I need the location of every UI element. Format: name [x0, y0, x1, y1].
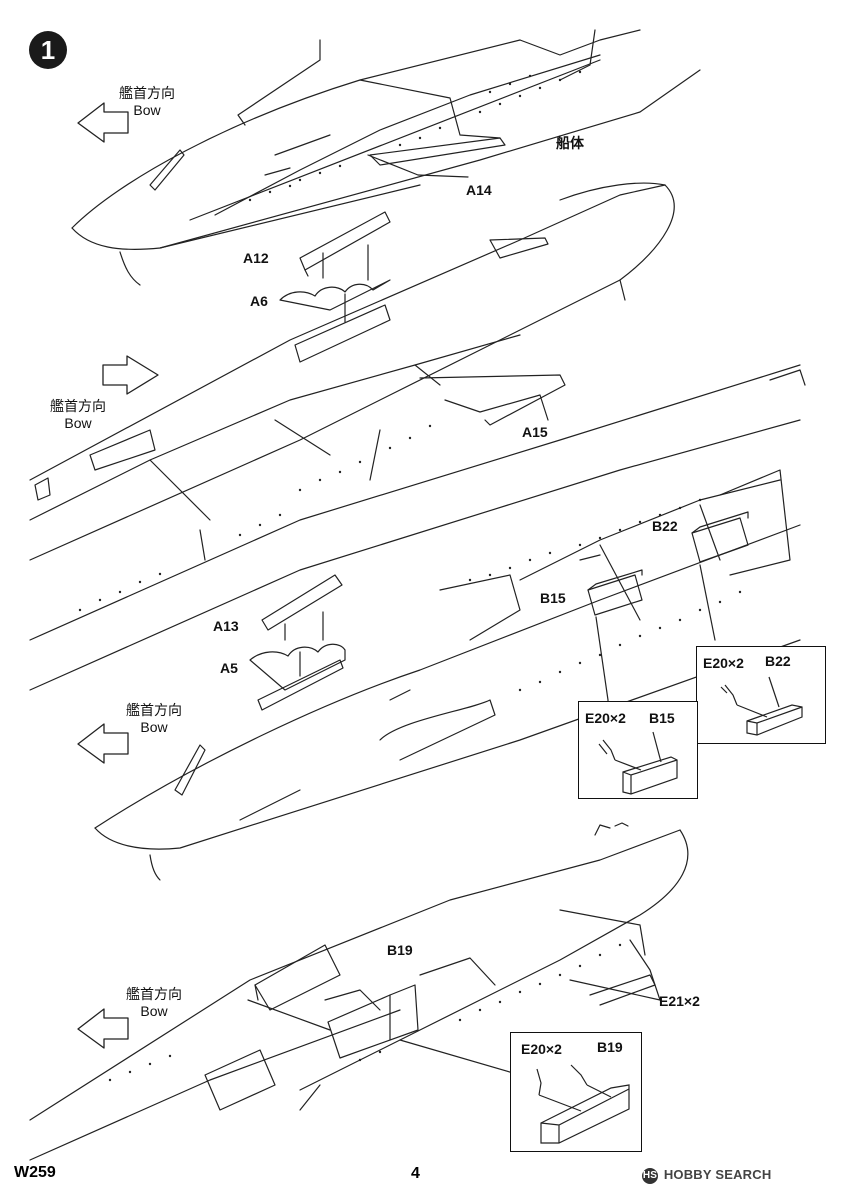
inset-b15-drawing — [598, 731, 678, 795]
product-code: W259 — [14, 1164, 56, 1181]
hull-2-drawing — [29, 182, 675, 561]
hull-2-portholes — [78, 424, 432, 612]
bow-direction-label: 艦首方向 Bow — [126, 986, 182, 1020]
inset-part-b-label: B19 — [597, 1039, 623, 1055]
bow-en-label: Bow — [133, 102, 161, 118]
part-label-b19: B19 — [387, 942, 413, 958]
part-label-e21: E21×2 — [659, 993, 700, 1009]
part-label-a14: A14 — [466, 182, 492, 198]
inset-part-a-label: E20×2 — [585, 710, 626, 726]
hull-label: 船体 — [556, 135, 584, 151]
bow-jp-label: 艦首方向 — [126, 702, 182, 718]
direction-arrow-icon — [77, 102, 129, 143]
direction-arrow-icon — [102, 355, 159, 395]
inset-b15: E20×2 B15 — [578, 701, 698, 799]
inset-part-a-label: E20×2 — [703, 655, 744, 671]
bow-direction-label: 艦首方向 Bow — [119, 85, 175, 119]
bow-direction-label: 艦首方向 Bow — [126, 702, 182, 736]
watermark-logo-icon: HS — [642, 1167, 658, 1184]
step-number-icon: 1 — [29, 31, 67, 69]
hull-3-drawing — [29, 364, 806, 881]
part-b22-drawing — [691, 511, 749, 563]
hull-4-drawing — [29, 822, 689, 1161]
bow-jp-label: 艦首方向 — [119, 85, 175, 101]
watermark-text: HOBBY SEARCH — [663, 1167, 772, 1182]
part-a6-drawing — [279, 279, 391, 311]
inset-part-b-label: B15 — [649, 710, 675, 726]
part-label-a6: A6 — [250, 293, 268, 309]
bow-en-label: Bow — [140, 1003, 168, 1019]
direction-arrow-icon — [77, 723, 129, 764]
bow-jp-label: 艦首方向 — [50, 398, 106, 414]
part-label-a12: A12 — [243, 250, 269, 266]
part-a5-drawing — [249, 643, 346, 711]
hull-3-portholes — [468, 498, 742, 692]
inset-part-a-label: E20×2 — [521, 1041, 562, 1057]
hull-1-drawing — [71, 29, 701, 286]
bow-direction-label: 艦首方向 Bow — [50, 398, 106, 432]
part-a13-drawing — [261, 574, 343, 631]
part-label-a13: A13 — [213, 618, 239, 634]
inset-b22: E20×2 B22 — [696, 646, 826, 744]
bow-en-label: Bow — [64, 415, 92, 431]
inset-b19-drawing — [536, 1064, 630, 1144]
bow-en-label: Bow — [140, 719, 168, 735]
part-b15-drawing — [587, 569, 643, 616]
page-number: 4 — [411, 1165, 420, 1182]
part-label-a5: A5 — [220, 660, 238, 676]
part-b19-drawing — [327, 984, 419, 1059]
watermark: HS HOBBY SEARCH — [642, 1167, 771, 1184]
direction-arrow-icon — [77, 1008, 129, 1049]
leader-lines — [247, 154, 716, 1076]
hull-4-portholes — [108, 943, 622, 1082]
hull-1-portholes — [248, 70, 582, 202]
part-label-a15: A15 — [522, 424, 548, 440]
part-label-b22: B22 — [652, 518, 678, 534]
part-label-b15: B15 — [540, 590, 566, 606]
inset-b19: E20×2 B19 — [510, 1032, 642, 1152]
part-a12-drawing — [299, 211, 391, 277]
inset-b22-drawing — [720, 676, 803, 736]
inset-part-b-label: B22 — [765, 653, 791, 669]
bow-jp-label: 艦首方向 — [126, 986, 182, 1002]
